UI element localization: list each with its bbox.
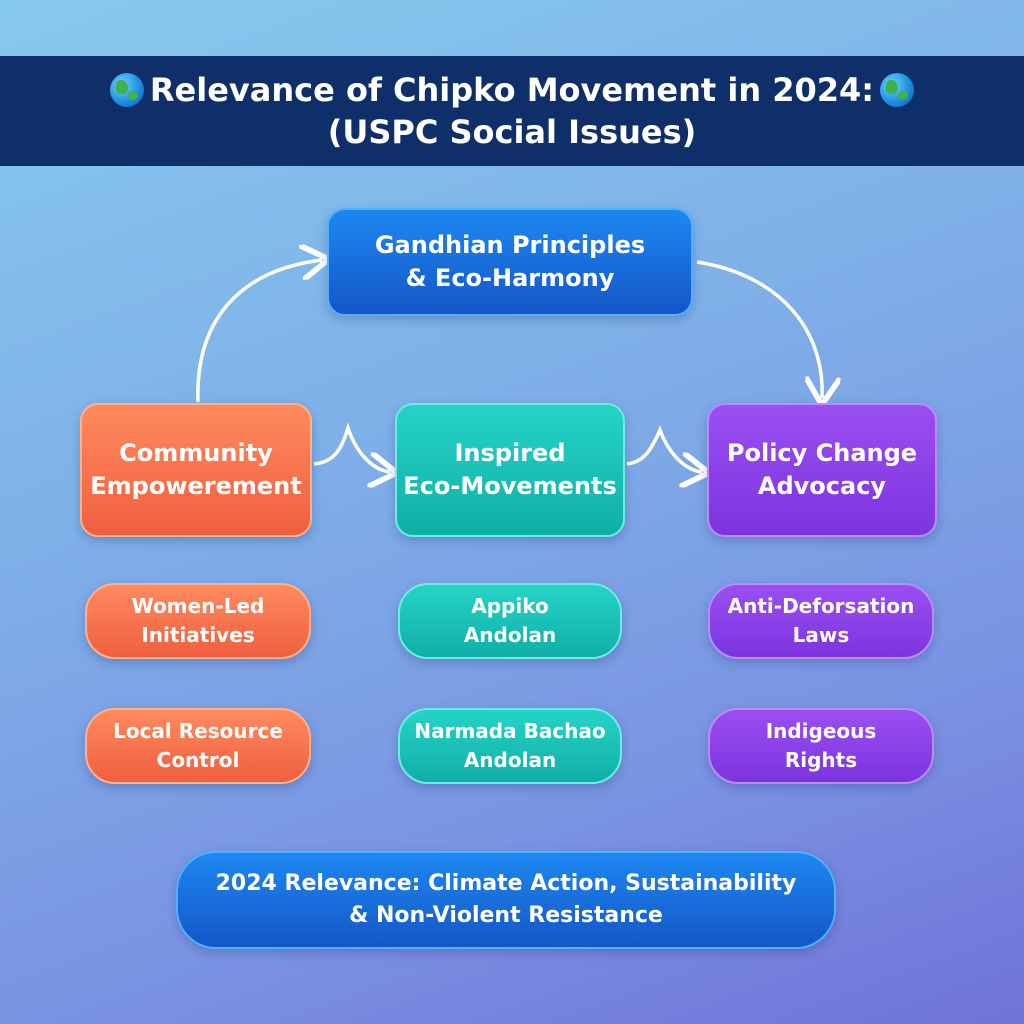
node-gandhian-principles: Gandhian Principles & Eco-Harmony — [327, 208, 693, 316]
arrow-inspired-to-policy — [626, 425, 702, 472]
node-label: Policy Change — [726, 439, 918, 467]
pill-label: Local Resource — [113, 719, 283, 743]
pill-label: Laws — [792, 623, 850, 647]
node-label: Gandhian Principles — [374, 231, 646, 259]
title-line-1: Relevance of Chipko Movement in 2024: — [104, 69, 920, 111]
pill-label: Initiatives — [141, 623, 255, 647]
pill-label: Andolan — [463, 623, 557, 647]
footer-label: & Non-Violent Resistance — [349, 903, 663, 928]
pill-label: Rights — [784, 748, 858, 772]
node-label: Advocacy — [757, 472, 887, 500]
node-label: Inspired — [454, 439, 566, 467]
pill-label: Anti-Deforsation — [727, 594, 915, 618]
arrow-community-to-inspired — [313, 422, 390, 472]
title-text: Relevance of Chipko Movement in 2024: — [149, 71, 875, 109]
pill-label: Narmada Bachao — [414, 719, 606, 743]
pill-label: Appiko — [471, 594, 549, 618]
node-label: & Eco-Harmony — [405, 264, 615, 292]
subtitle-text: (USPC Social Issues) — [327, 113, 697, 151]
node-label: Eco-Movements — [403, 472, 617, 500]
node-label: Empowerement — [90, 472, 302, 500]
pill-label: Women-Led — [131, 594, 265, 618]
footer-relevance-banner: 2024 Relevance: Climate Action, Sustaina… — [176, 851, 836, 949]
globe-icon — [109, 73, 144, 107]
footer-label: 2024 Relevance: Climate Action, Sustaina… — [215, 871, 797, 896]
pill-label: Control — [156, 748, 240, 772]
arrow-gandhian-to-policy — [696, 260, 822, 398]
pill-label: Andolan — [463, 748, 557, 772]
title-bar: Relevance of Chipko Movement in 2024: (U… — [0, 56, 1024, 166]
node-label: Community — [119, 439, 273, 467]
pill-label: Indigeous — [765, 719, 877, 743]
arrow-community-to-gandhian — [196, 260, 322, 403]
globe-icon — [880, 73, 915, 107]
